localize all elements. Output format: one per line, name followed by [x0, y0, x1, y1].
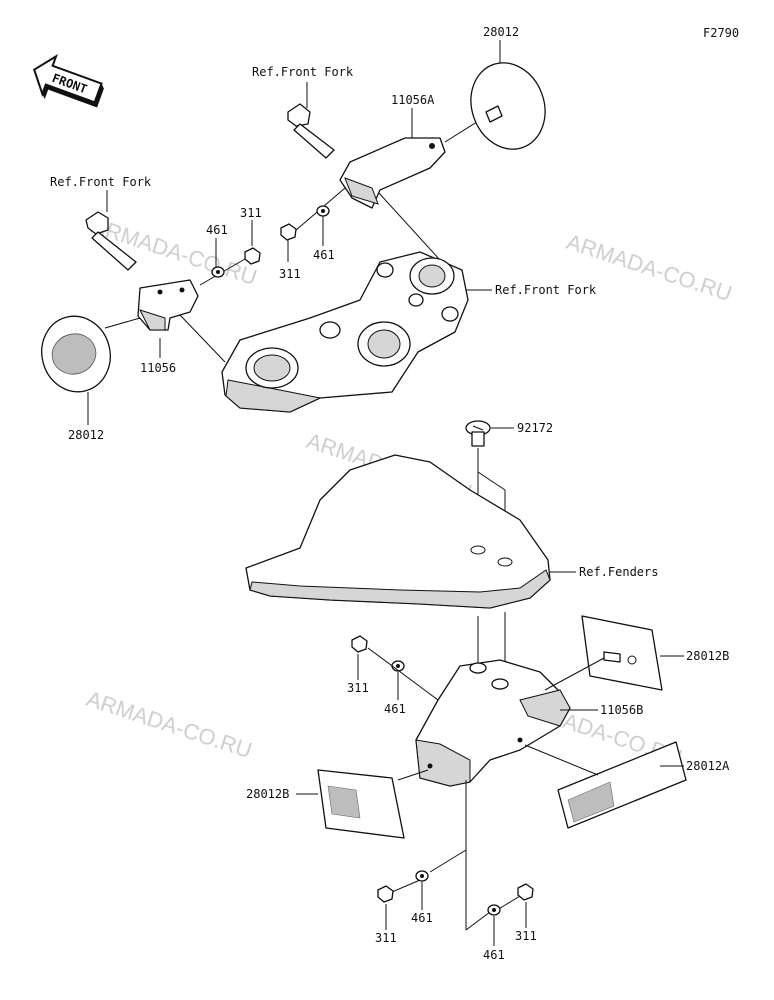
reflector-rect-28012b-right: [581, 615, 663, 691]
washer-461-upper-left: [211, 266, 225, 278]
label-28012a: 28012A: [686, 759, 730, 773]
front-direction-badge: FRONT: [32, 54, 104, 108]
leader-bottom-center-branch: [465, 911, 491, 931]
label-92172: 92172: [517, 421, 553, 435]
nut-311-bottom-left: [377, 885, 394, 903]
bracket-11056a: [339, 137, 446, 209]
bracket-11056b: [415, 659, 571, 787]
diagram-code: F2790: [703, 26, 739, 40]
label-28012-top-right: 28012: [483, 25, 519, 39]
label-461-bottom-left: 461: [411, 911, 433, 925]
leader-bottom-right-branch: [496, 895, 521, 911]
label-11056b: 11056B: [600, 703, 643, 717]
front-fender: [245, 454, 551, 609]
label-ref-front-fork-top: Ref.Front Fork: [252, 65, 354, 79]
washer-461-bottom-left: [415, 870, 429, 882]
label-311-mid-left: 311: [347, 681, 369, 695]
label-461-mid-left: 461: [384, 702, 406, 716]
leader-screw-branch: [477, 471, 506, 491]
label-311-upper-left: 311: [240, 206, 262, 220]
bracket-11056: [137, 279, 199, 331]
fork-clamp: [221, 251, 469, 413]
label-11056a: 11056A: [391, 93, 435, 107]
leader-bottom-left-nut: [391, 879, 421, 893]
leader-28012b-left-to-bracket: [397, 769, 429, 781]
nut-311-upper-right: [280, 223, 297, 241]
leader-nut-to-bracket: [367, 647, 439, 701]
leader-bracket-left-to-clamp: [179, 314, 226, 363]
washer-461-bottom-center: [487, 904, 501, 916]
reflector-round-left: [41, 315, 111, 393]
label-311-upper-right: 311: [279, 267, 301, 281]
label-ref-front-fork-left: Ref.Front Fork: [50, 175, 152, 189]
label-461-upper-left: 461: [206, 223, 228, 237]
label-ref-front-fork-clamp: Ref.Front Fork: [495, 283, 597, 297]
label-28012b-right: 28012B: [686, 649, 729, 663]
front-arrow-shadow: [42, 83, 104, 108]
leader-nut-top: [287, 187, 346, 238]
leader-bracket-to-clamp: [377, 191, 441, 261]
reflector-round-top-right: [470, 62, 546, 150]
nut-311-upper-left: [244, 247, 261, 265]
reflector-rect-28012b-left: [317, 769, 405, 839]
leader-bottom-left-branch: [429, 849, 467, 873]
nut-311-bottom-right: [517, 883, 534, 901]
screw-92172: [465, 420, 491, 447]
label-28012-left: 28012: [68, 428, 104, 442]
reflector-long-28012a: [557, 741, 687, 829]
label-ref-fenders: Ref.Fenders: [579, 565, 658, 579]
label-461-upper-right: 461: [313, 248, 335, 262]
nut-311-mid-left: [351, 635, 368, 653]
watermark-4: ARMADA-CO.RU: [83, 686, 255, 763]
leader-28012a-to-bracket: [524, 744, 599, 776]
bolt-left: [85, 211, 137, 271]
leader-reflector-b-stud: [544, 657, 605, 691]
leader-reflector-stud-top: [444, 119, 481, 143]
label-311-bottom-right: 311: [515, 929, 537, 943]
label-311-bottom-left: 311: [375, 931, 397, 945]
leader-nut-left: [199, 254, 253, 286]
washer-461-mid-left: [391, 660, 405, 672]
label-461-bottom-center: 461: [483, 948, 505, 962]
label-11056: 11056: [140, 361, 176, 375]
bolt-top: [287, 103, 335, 159]
washer-461-upper-right: [316, 205, 330, 217]
leader-reflector-left: [104, 317, 141, 329]
label-28012b-left: 28012B: [246, 787, 289, 801]
